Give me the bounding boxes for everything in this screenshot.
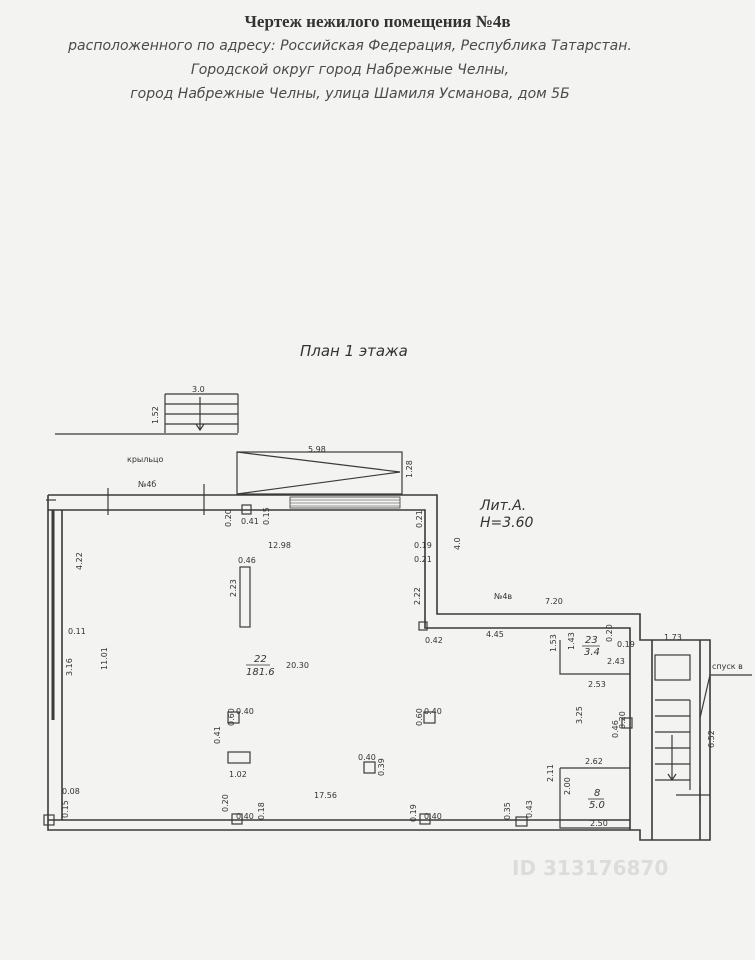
room-8-number: 8 xyxy=(594,788,600,799)
dim-040b: 0.40 xyxy=(424,707,442,716)
dim-222: 2.22 xyxy=(413,587,422,605)
dim-1101: 11.01 xyxy=(100,647,109,670)
dim-ramp-h: 1.28 xyxy=(405,460,414,478)
dim-250: 2.50 xyxy=(590,819,608,828)
dim-720: 7.20 xyxy=(545,597,563,606)
dim-211: 2.11 xyxy=(546,764,555,782)
room-23-number: 23 xyxy=(585,635,598,646)
dim-445: 4.45 xyxy=(486,630,504,639)
stairwell xyxy=(654,654,752,804)
dim-200: 2.00 xyxy=(563,777,572,795)
dim-018: 0.18 xyxy=(257,802,266,820)
dim-422: 4.22 xyxy=(75,552,84,570)
dim-stair-h: 1.52 xyxy=(151,406,160,424)
dim-015b: 0.15 xyxy=(61,800,70,818)
plan-title: План 1 этажа xyxy=(300,342,408,360)
dim-1756: 17.56 xyxy=(314,791,337,800)
room-22-number: 22 xyxy=(254,654,267,665)
dim-040e: 0.40 xyxy=(424,812,442,821)
dim-019b: 0.19 xyxy=(617,640,635,649)
dim-ramp-w: 5.98 xyxy=(308,445,326,454)
columns xyxy=(43,504,633,827)
dim-021a: 0.21 xyxy=(415,510,424,528)
dim-046: 0.46 xyxy=(238,556,256,565)
address-line-1: расположенного по адресу: Российская Фед… xyxy=(68,38,632,54)
dim-060b: 0.60 xyxy=(415,708,424,726)
dim-020a: 0.20 xyxy=(224,509,233,527)
dim-1298: 12.98 xyxy=(268,541,291,550)
dim-223: 2.23 xyxy=(229,579,238,597)
dim-253: 2.53 xyxy=(588,680,606,689)
dim-041a: 0.41 xyxy=(241,517,259,526)
dim-173: 1.73 xyxy=(664,633,682,642)
dim-243: 2.43 xyxy=(607,657,625,666)
dim-021b: 0.21 xyxy=(414,555,432,564)
porch-label: крыльцо xyxy=(127,455,164,464)
dim-011: 0.11 xyxy=(68,627,86,636)
wall-ticks xyxy=(46,484,205,515)
dim-046b: 0.46 xyxy=(611,720,620,738)
dim-020d: 0.20 xyxy=(221,794,230,812)
descent-label: спуск в xyxy=(712,662,743,671)
dim-102: 1.02 xyxy=(229,770,247,779)
small-rooms xyxy=(559,640,630,829)
room-23-area: 3.4 xyxy=(584,647,600,658)
dim-020c: 0.20 xyxy=(618,711,627,729)
document-title: Чертеж нежилого помещения №4в xyxy=(244,12,511,31)
height-label: H=3.60 xyxy=(480,515,534,531)
dim-2030: 20.30 xyxy=(286,661,309,670)
address-line-3: город Набрежные Челны, улица Шамиля Усма… xyxy=(130,86,570,102)
dim-040c: 0.40 xyxy=(358,753,376,762)
dim-020b: 0.20 xyxy=(605,624,614,642)
dim-019a: 0.19 xyxy=(414,541,432,550)
dim-041b: 0.41 xyxy=(213,726,222,744)
porch-stairs xyxy=(55,393,239,435)
dim-039: 0.39 xyxy=(377,758,386,776)
dim-stair-w: 3.0 xyxy=(192,385,205,394)
dim-015: 0.15 xyxy=(262,507,271,525)
dim-153: 1.53 xyxy=(549,634,558,652)
dim-043: 0.43 xyxy=(525,800,534,818)
room-label-4b: №4б xyxy=(138,480,156,489)
outer-walls xyxy=(47,494,711,841)
dim-040d: 0.40 xyxy=(236,812,254,821)
dim-035: 0.35 xyxy=(503,802,512,820)
dim-040a: 0.40 xyxy=(236,707,254,716)
lit-label: Лит.А. xyxy=(479,498,526,514)
dim-060a: 0.60 xyxy=(227,708,236,726)
dim-019c: 0.19 xyxy=(409,804,418,822)
dim-652: 6.52 xyxy=(707,730,716,748)
address-line-2: Городской округ город Набрежные Челны, xyxy=(190,62,510,78)
dim-042: 0.42 xyxy=(425,636,443,645)
dim-316: 3.16 xyxy=(65,658,74,676)
ramp xyxy=(236,451,403,495)
dim-262: 2.62 xyxy=(585,757,603,766)
dim-40: 4.0 xyxy=(453,537,462,550)
watermark: ID 313176870 xyxy=(512,856,668,880)
dimension-labels: 3.0 1.52 5.98 1.28 0.20 0.41 0.15 12.98 … xyxy=(61,385,716,828)
room-22-area: 181.6 xyxy=(246,667,275,678)
dim-008: 0.08 xyxy=(62,787,80,796)
room-8-area: 5.0 xyxy=(589,800,605,811)
dim-143: 1.43 xyxy=(567,632,576,650)
room-label-4v: №4в xyxy=(494,592,512,601)
dim-325: 3.25 xyxy=(575,706,584,724)
